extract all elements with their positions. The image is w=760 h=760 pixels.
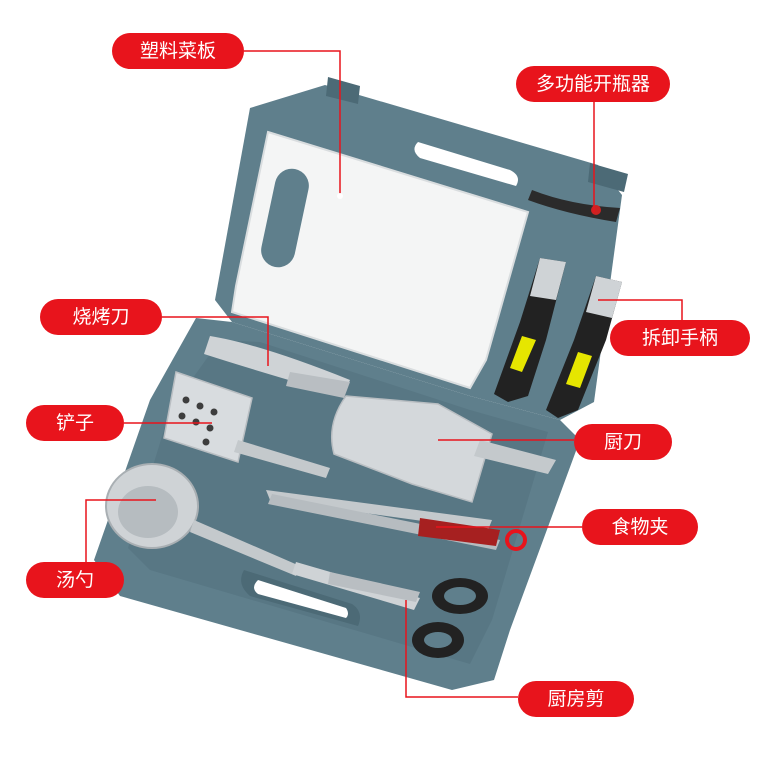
label-spatula: 铲子: [26, 405, 124, 441]
leader-cutting-board: [244, 50, 341, 196]
kitchen-shears: [292, 562, 488, 658]
leader-bbq-knife: [162, 316, 269, 366]
leader-ladle: [85, 499, 156, 576]
leader-shears: [405, 600, 518, 698]
bbq-knife: [204, 336, 350, 398]
label-bottle-opener: 多功能开瓶器: [516, 66, 670, 102]
ladle: [105, 463, 300, 576]
label-tongs: 食物夹: [582, 509, 698, 545]
label-kitchen-shears: 厨房剪: [518, 681, 634, 717]
cutting-board: [230, 130, 530, 390]
label-cutting-board: 塑料菜板: [112, 33, 244, 69]
label-ladle: 汤勺: [26, 562, 124, 598]
label-bbq-knife: 烧烤刀: [40, 299, 162, 335]
food-tongs: [266, 490, 527, 551]
leader-dot-cutting-board: [337, 193, 343, 199]
label-cleaver: 厨刀: [574, 424, 672, 460]
detachable-handles: [494, 258, 622, 418]
cleaver: [331, 395, 556, 503]
label-detachable-handle: 拆卸手柄: [610, 320, 750, 356]
